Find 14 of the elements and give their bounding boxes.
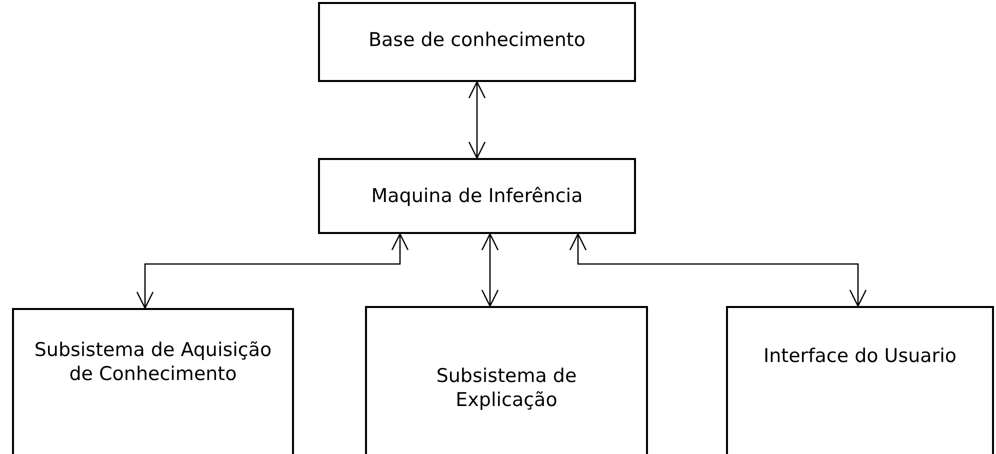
process-box <box>12 308 294 454</box>
box-label: Base de conhecimento <box>368 28 586 52</box>
box-label: Interface do Usuario <box>762 344 958 368</box>
arrow <box>468 81 486 159</box>
process-box <box>318 2 636 82</box>
process-box <box>365 306 648 454</box>
process-box <box>318 158 636 234</box>
box-label: Subsistema de Aquisição de Conhecimento <box>34 338 272 386</box>
box-label: Subsistema de Explicação <box>435 364 578 412</box>
process-box <box>726 306 994 454</box>
arrow <box>481 233 499 307</box>
box-label: Maquina de Inferência <box>370 184 584 208</box>
arrow <box>569 233 867 307</box>
arrow <box>136 233 409 309</box>
